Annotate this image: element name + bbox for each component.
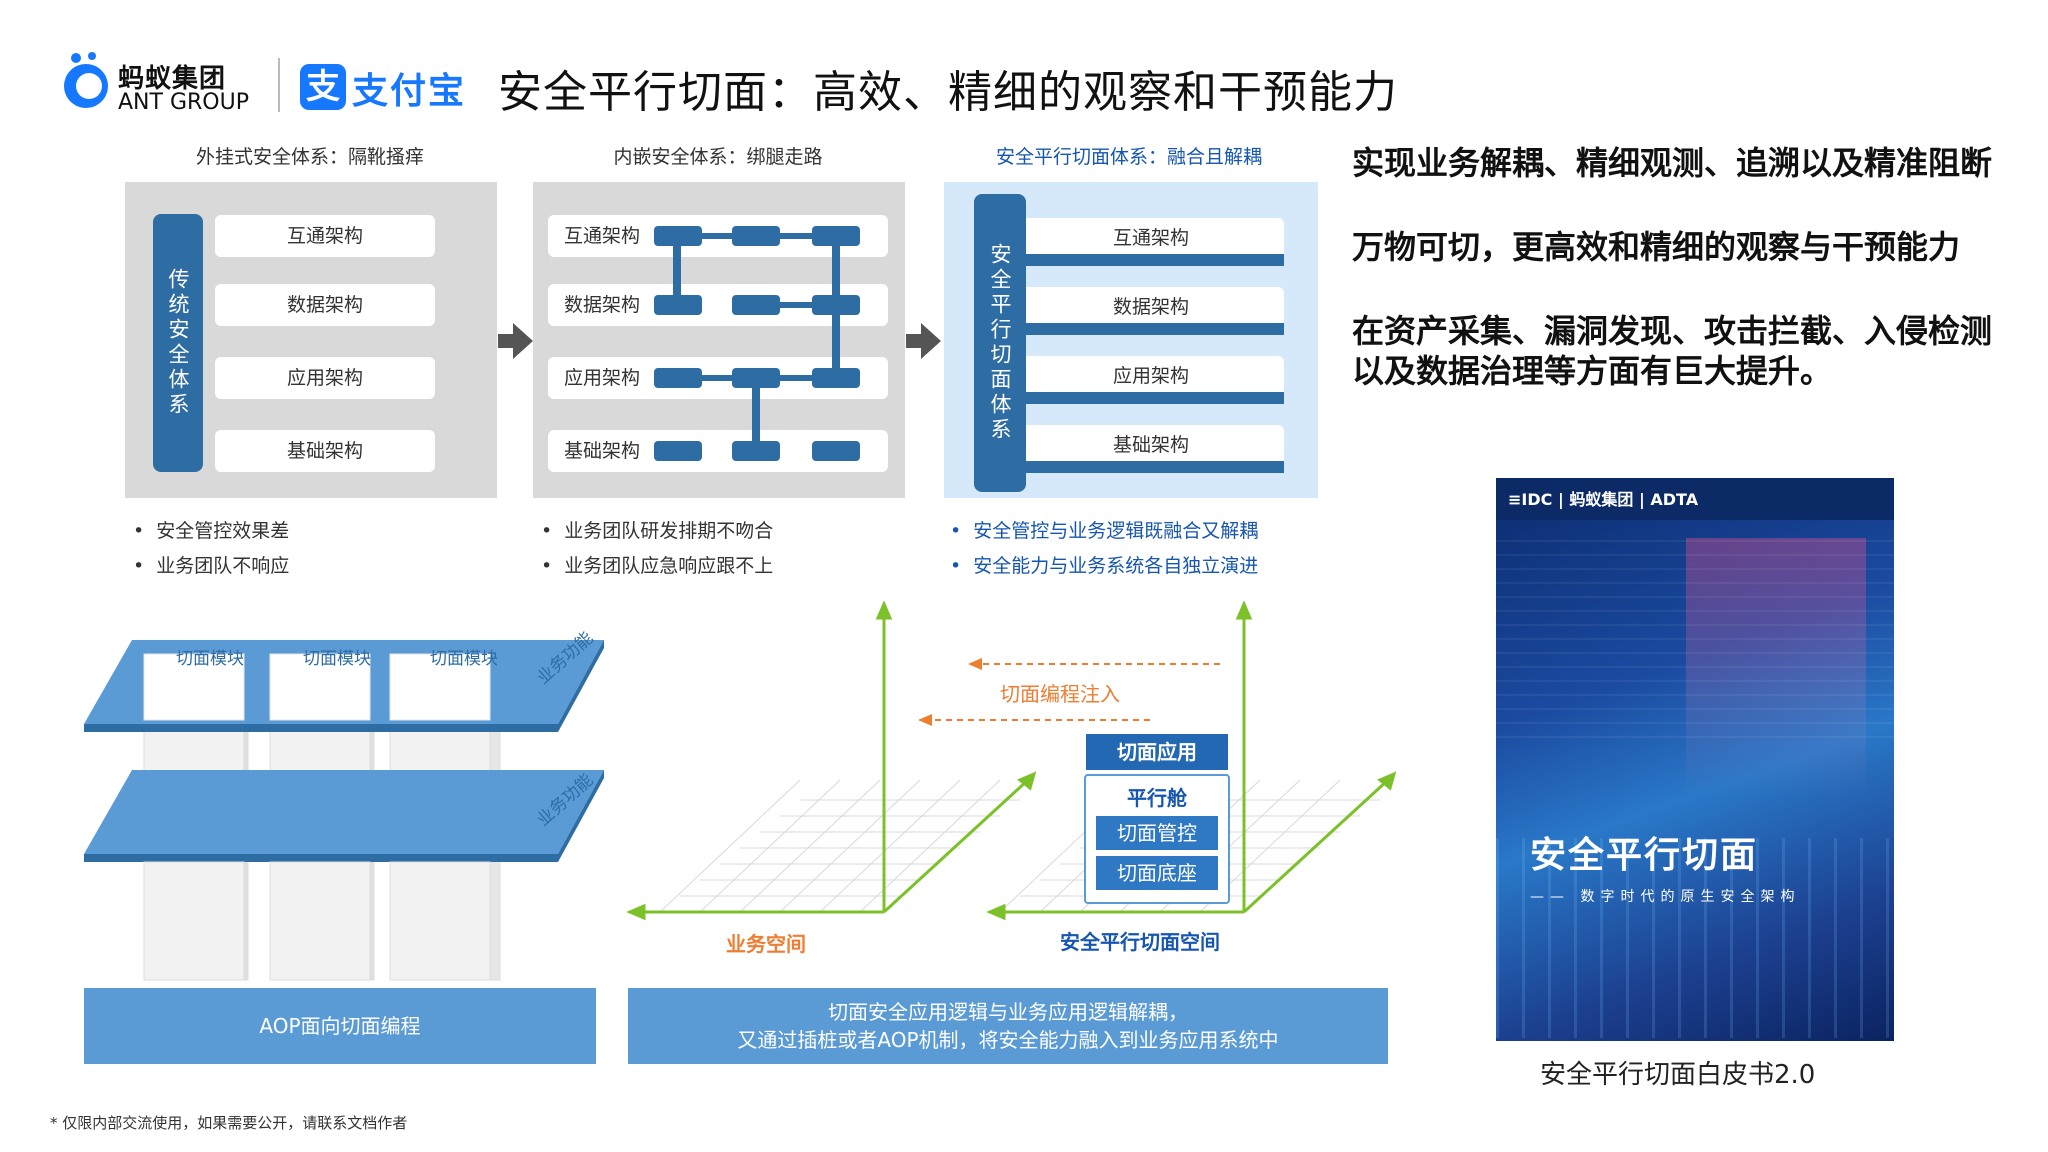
arrow-right-icon <box>921 323 941 359</box>
column-2-title: 内嵌安全体系：绑腿走路 <box>613 146 823 168</box>
cover-light-bars <box>1496 838 1894 1038</box>
column-1-bullets: 安全管控效果差 业务团队不响应 <box>133 514 493 584</box>
aspect-base-box: 切面底座 <box>1096 856 1218 890</box>
page-title: 安全平行切面：高效、精细的观察和干预能力 <box>498 67 1398 118</box>
aop-layers-illustration <box>84 640 604 981</box>
column-3-layer: 基础架构 <box>1018 425 1284 465</box>
right-point-3-line-2: 以及数据治理等方面有巨大提升。 <box>1352 352 1833 390</box>
bullet-item: 安全能力与业务系统各自独立演进 <box>950 549 1330 584</box>
aop-programming-box: AOP面向切面编程 <box>84 988 596 1064</box>
space-diagram <box>626 600 1397 921</box>
aop-module-label: 切面模块 <box>303 649 371 669</box>
bullet-item: 业务团队应急响应跟不上 <box>541 549 901 584</box>
bullet-item: 安全管控与业务逻辑既融合又解耦 <box>950 514 1330 549</box>
decoupling-line-1: 切面安全应用逻辑与业务应用逻辑解耦， <box>828 1000 1188 1024</box>
cover-title: 安全平行切面 <box>1530 835 1759 876</box>
aop-module-label: 切面模块 <box>176 649 244 669</box>
column-3-side-label: 安全平行切面体系 <box>974 194 1026 492</box>
column-3-layer: 互通架构 <box>1018 218 1284 258</box>
arrow-right-icon <box>498 334 514 348</box>
column-1-layer: 数据架构 <box>215 284 435 326</box>
alipay-logo-text: 支付宝 <box>352 71 467 112</box>
bullet-item: 安全管控效果差 <box>133 514 493 549</box>
cover-subtitle: —— 数字时代的原生安全架构 <box>1530 889 1801 905</box>
column-1-layer: 应用架构 <box>215 357 435 399</box>
arrow-right-icon <box>513 323 533 359</box>
arrow-right-icon <box>906 334 922 348</box>
footnote: * 仅限内部交流使用，如果需要公开，请联系文档作者 <box>50 1114 408 1132</box>
business-space-label: 业务空间 <box>726 932 806 956</box>
layer-stripe <box>1018 323 1284 335</box>
column-1-side-label: 传统安全体系 <box>153 214 203 472</box>
right-point-1: 实现业务解耦、精细观测、追溯以及精准阻断 <box>1352 144 1993 182</box>
column-3-layer: 应用架构 <box>1018 356 1284 396</box>
column-1-layer: 互通架构 <box>215 215 435 257</box>
bullet-item: 业务团队研发排期不吻合 <box>541 514 901 549</box>
injection-label: 切面编程注入 <box>1000 682 1120 706</box>
cover-logos: ≡IDC | 蚂蚁集团 | ADTA <box>1508 490 1699 509</box>
column-3-title: 安全平行切面体系：融合且解耦 <box>995 146 1262 168</box>
decoupling-description-box: 切面安全应用逻辑与业务应用逻辑解耦， 又通过插桩或者AOP机制，将安全能力融入到… <box>628 988 1388 1064</box>
whitepaper-cover: ≡IDC | 蚂蚁集团 | ADTA 安全平行切面 —— 数字时代的原生安全架构 <box>1496 478 1894 1041</box>
parallel-cabin-label: 平行舱 <box>1127 786 1187 810</box>
alipay-logo-icon: 支 <box>300 64 346 110</box>
decoupling-line-2: 又通过插桩或者AOP机制，将安全能力融入到业务应用系统中 <box>737 1028 1279 1052</box>
bullet-item: 业务团队不响应 <box>133 549 493 584</box>
layer-stripe <box>1018 461 1284 473</box>
column-1-title: 外挂式安全体系：隔靴搔痒 <box>195 146 424 168</box>
column-1-layer: 基础架构 <box>215 430 435 472</box>
cover-glow <box>1686 538 1866 798</box>
whitepaper-caption: 安全平行切面白皮书2.0 <box>1540 1060 1816 1090</box>
column-3-layer: 数据架构 <box>1018 287 1284 327</box>
aop-module-label: 切面模块 <box>430 649 498 669</box>
cover-code-texture <box>1496 538 1894 738</box>
ant-group-name-en: ANT GROUP <box>118 90 249 115</box>
header-divider <box>278 58 280 112</box>
cover-logo-strip <box>1496 478 1894 520</box>
layer-stripe <box>1018 392 1284 404</box>
ant-group-logo-icon <box>64 52 108 108</box>
right-point-2: 万物可切，更高效和精细的观察与干预能力 <box>1352 228 1961 266</box>
column-3-bullets: 安全管控与业务逻辑既融合又解耦 安全能力与业务系统各自独立演进 <box>950 514 1330 584</box>
layer-stripe <box>1018 254 1284 266</box>
aspect-application-box: 切面应用 <box>1086 734 1228 770</box>
right-point-3-line-1: 在资产采集、漏洞发现、攻击拦截、入侵检测 <box>1352 312 1993 350</box>
aspect-control-box: 切面管控 <box>1096 816 1218 850</box>
ant-group-name-cn: 蚂蚁集团 <box>118 64 227 94</box>
column-2-bullets: 业务团队研发排期不吻合 业务团队应急响应跟不上 <box>541 514 901 584</box>
parallel-space-label: 安全平行切面空间 <box>1060 930 1220 954</box>
